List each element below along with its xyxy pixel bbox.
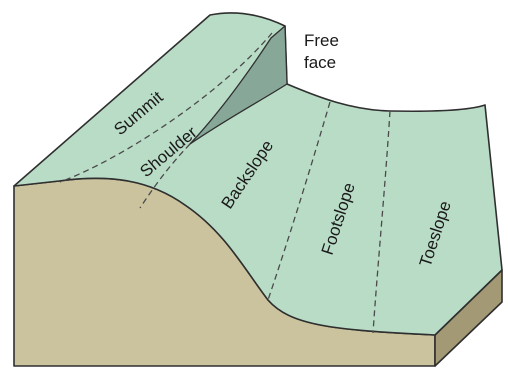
label-free-face-line1: Free <box>304 31 339 50</box>
label-free-face-line2: face <box>304 53 336 72</box>
